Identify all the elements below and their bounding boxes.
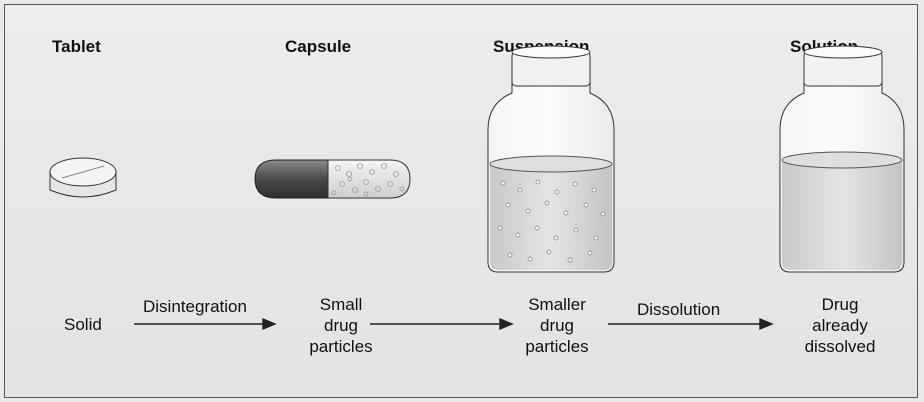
dissolution-arrow <box>608 319 772 329</box>
small-drug-particles-label: Small drug particles <box>296 294 386 357</box>
smaller-drug-particles-label: Smaller drug particles <box>507 294 607 357</box>
suspension-bottle-icon <box>488 46 614 272</box>
dissolution-label: Dissolution <box>637 299 720 320</box>
drug-already-dissolved-label: Drug already dissolved <box>790 294 890 357</box>
solution-bottle-icon <box>780 46 904 272</box>
disintegration-arrow <box>134 319 275 329</box>
solid-label: Solid <box>64 314 102 335</box>
disintegration-label: Disintegration <box>143 296 247 317</box>
capsule-icon <box>255 160 410 198</box>
tablet-icon <box>50 158 116 197</box>
particles-arrow <box>370 319 512 329</box>
